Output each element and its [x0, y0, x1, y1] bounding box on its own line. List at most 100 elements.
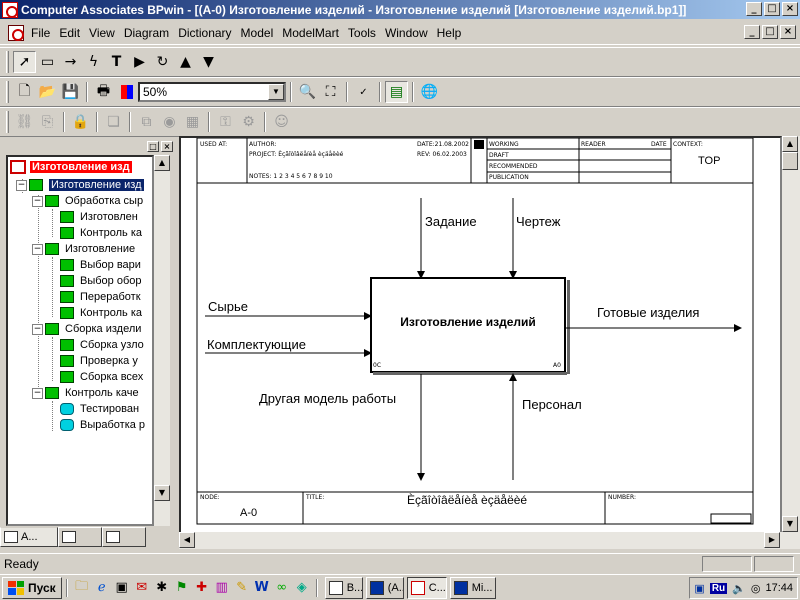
- lookup-icon[interactable]: ◉: [163, 114, 176, 130]
- tree-item[interactable]: Сборка всех: [60, 369, 143, 385]
- compare-icon[interactable]: ⚙: [242, 114, 255, 130]
- mechanism-arrow-label[interactable]: Персонал: [522, 397, 582, 412]
- diagram-horizontal-scrollbar[interactable]: ◀ ▶: [179, 532, 782, 549]
- rotate-icon[interactable]: ↻: [156, 54, 169, 70]
- go-down-icon[interactable]: ▼: [203, 54, 214, 70]
- app-icon[interactable]: ◈: [296, 580, 307, 595]
- scroll-down-icon[interactable]: ▼: [154, 485, 170, 501]
- arrow-tool-icon[interactable]: →: [64, 54, 77, 70]
- tree-item[interactable]: Контроль ка: [60, 305, 142, 321]
- minimize-button[interactable]: _: [746, 2, 762, 16]
- tree-item[interactable]: Выбор вари: [60, 257, 141, 273]
- tab-activities[interactable]: A...: [0, 527, 58, 547]
- tree-item[interactable]: Контроль ка: [60, 225, 142, 241]
- tree-item[interactable]: Сборка узло: [60, 337, 144, 353]
- text-tool-icon[interactable]: T: [111, 54, 122, 70]
- close-button[interactable]: ×: [782, 2, 798, 16]
- menu-window[interactable]: Window: [384, 25, 428, 40]
- tree-item[interactable]: Проверка у: [60, 353, 138, 369]
- menu-modelmart[interactable]: ModelMart: [282, 25, 339, 40]
- menu-tools[interactable]: Tools: [347, 25, 376, 40]
- clock[interactable]: 17:44: [765, 582, 793, 594]
- tree-item[interactable]: Тестирован: [60, 401, 139, 417]
- model-tree[interactable]: Изготовление изд − Изготовление изд − Об…: [6, 155, 154, 526]
- tree-item[interactable]: Выработка р: [60, 417, 145, 433]
- tree-item[interactable]: − Контроль каче: [32, 387, 139, 399]
- tree-item[interactable]: − Сборка издели: [32, 323, 142, 335]
- zoom-fit-icon[interactable]: ⛶: [325, 84, 336, 100]
- taskbar-button[interactable]: (A...: [365, 576, 404, 599]
- go-to-parent-icon[interactable]: ▲: [180, 54, 191, 70]
- toolbar-grip[interactable]: [6, 51, 9, 73]
- color-icon[interactable]: [115, 81, 138, 103]
- tree-item[interactable]: − Обработка сыр: [32, 195, 144, 207]
- control-arrow-label[interactable]: Задание: [425, 214, 477, 229]
- input-arrow-label[interactable]: Комплектующие: [207, 337, 306, 352]
- menu-edit[interactable]: Edit: [59, 25, 81, 40]
- app-icon[interactable]: ✚: [196, 580, 208, 595]
- scroll-up-icon[interactable]: ▲: [782, 136, 798, 152]
- bpwin-app-icon[interactable]: [2, 1, 18, 18]
- outlook-icon[interactable]: ✉: [136, 580, 148, 595]
- connect-icon[interactable]: ⛓: [15, 114, 34, 130]
- activity-box-tool-icon[interactable]: ▭: [40, 54, 55, 70]
- scroll-up-icon[interactable]: ▲: [154, 155, 170, 171]
- mechanism-arrow-label[interactable]: Другая модель работы: [259, 391, 397, 406]
- network-icon[interactable]: ▣: [694, 582, 705, 595]
- print-icon[interactable]: 🖶: [96, 83, 111, 99]
- collapse-icon[interactable]: −: [32, 387, 43, 399]
- diagram-vertical-scrollbar[interactable]: ▲ ▼: [782, 136, 800, 549]
- lock-icon[interactable]: 🔒: [71, 114, 90, 130]
- taskbar-button-bpwin[interactable]: C...: [406, 576, 447, 599]
- control-arrow-label[interactable]: Чертеж: [516, 214, 561, 229]
- library-icon[interactable]: ❏: [107, 114, 120, 130]
- menu-help[interactable]: Help: [436, 25, 462, 40]
- grid-icon[interactable]: ▦: [185, 114, 200, 130]
- zoom-in-icon[interactable]: 🔍: [298, 84, 317, 100]
- scroll-thumb[interactable]: [782, 152, 798, 170]
- panel-restore-button[interactable]: □: [147, 141, 159, 152]
- go-to-child-icon[interactable]: ▶: [134, 54, 145, 70]
- open-folder-icon[interactable]: 📂: [38, 84, 57, 100]
- model-explorer-icon[interactable]: ▤: [385, 81, 408, 103]
- diagram-canvas[interactable]: USED AT: AUTHOR: PROJECT: Èçãîòîâëåíèå è…: [179, 136, 782, 549]
- tray-app-icon[interactable]: ◎: [750, 582, 761, 595]
- security-icon[interactable]: ⚿: [220, 114, 231, 130]
- start-button[interactable]: Пуск: [2, 576, 62, 599]
- taskbar-button[interactable]: Mi...: [449, 576, 496, 599]
- tab-objects[interactable]: [102, 527, 146, 547]
- tree-item[interactable]: − Изготовление изд: [16, 179, 144, 191]
- menu-file[interactable]: File: [31, 25, 51, 40]
- collapse-icon[interactable]: −: [32, 195, 43, 207]
- new-file-icon[interactable]: 🗋: [18, 83, 31, 99]
- activity-name[interactable]: Изготовление изделий: [400, 315, 536, 329]
- panel-close-button[interactable]: ×: [161, 141, 173, 152]
- app-icon[interactable]: ⚑: [175, 580, 188, 595]
- app-icon[interactable]: ▥: [215, 580, 228, 595]
- collapse-icon[interactable]: −: [16, 179, 27, 191]
- volume-icon[interactable]: 🔈: [732, 582, 746, 595]
- zoom-combobox[interactable]: 50% ▼: [138, 82, 286, 102]
- menu-view[interactable]: View: [89, 25, 115, 40]
- merge-icon[interactable]: ⧉: [141, 114, 152, 130]
- desktop-icon[interactable]: ▣: [115, 580, 128, 595]
- tree-item[interactable]: − Изготовление: [32, 243, 136, 255]
- document-icon[interactable]: [8, 24, 24, 41]
- explorer-icon[interactable]: 🗀: [75, 578, 89, 594]
- tree-item[interactable]: Переработк: [60, 289, 141, 305]
- toolbar-grip[interactable]: [6, 111, 9, 133]
- internet-explorer-icon[interactable]: ℯ: [97, 580, 106, 595]
- maximize-button[interactable]: □: [764, 2, 780, 16]
- tab-diagrams[interactable]: [58, 527, 102, 547]
- tree-root[interactable]: Изготовление изд: [10, 159, 132, 175]
- word-icon[interactable]: W: [254, 580, 269, 595]
- save-icon[interactable]: 💾: [61, 84, 80, 100]
- tree-vertical-scrollbar[interactable]: ▲ ▼: [154, 155, 170, 526]
- spell-check-icon[interactable]: ✓: [359, 86, 368, 98]
- doc-close-button[interactable]: ×: [780, 25, 796, 39]
- scroll-right-icon[interactable]: ▶: [764, 532, 780, 548]
- scroll-left-icon[interactable]: ◀: [179, 532, 195, 548]
- menu-diagram[interactable]: Diagram: [123, 25, 170, 40]
- disconnect-icon[interactable]: ⎘: [41, 114, 54, 130]
- taskbar-button[interactable]: B...: [324, 576, 363, 599]
